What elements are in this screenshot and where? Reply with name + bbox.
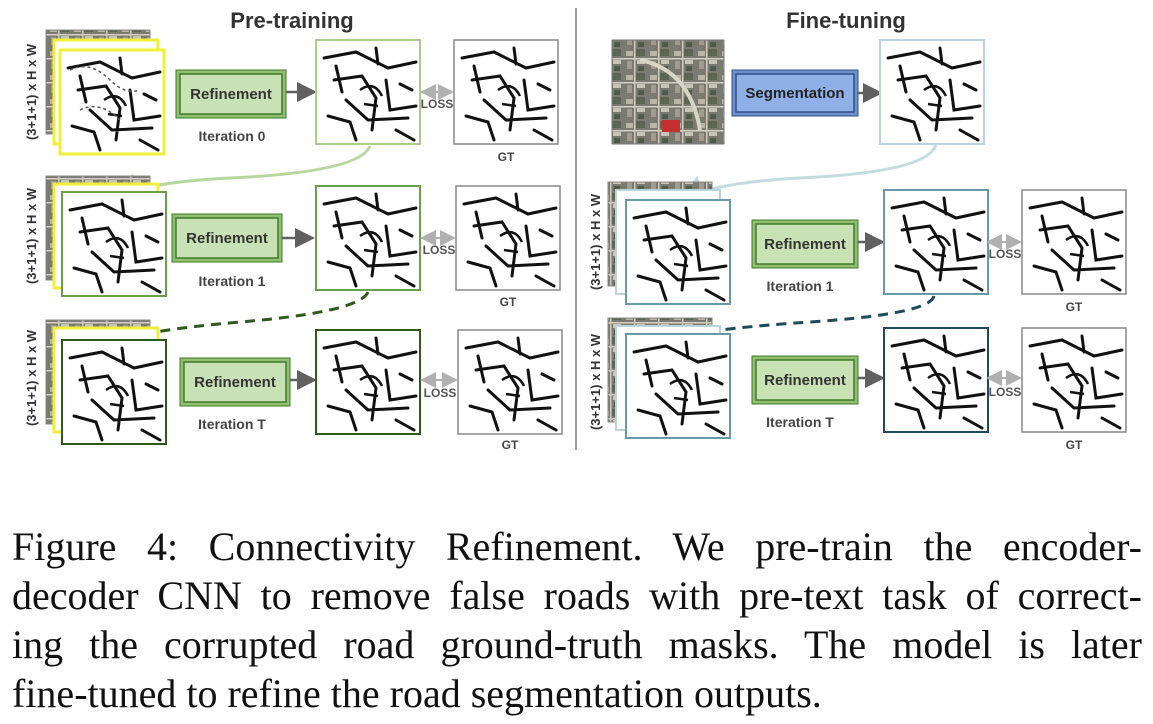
ft-input-stack-iterT xyxy=(607,317,731,439)
refinement-label-iter0: Refinement xyxy=(190,86,272,103)
iteration-label-preT: Iteration T xyxy=(198,416,266,432)
gt-label-ft1: GT xyxy=(1066,300,1083,314)
iteration-label-ft1: Iteration 1 xyxy=(767,278,834,294)
loss-label-ft1: LOSS xyxy=(989,247,1022,261)
refinement-block-iter0: Refinement xyxy=(175,69,287,119)
side-label-row0: (3+1+1) x H x W xyxy=(24,43,39,140)
figure-caption: Figure 4: Connectivity Refinement. We pr… xyxy=(12,522,1142,718)
side-label-row1: (3+1+1) x H x W xyxy=(24,187,39,284)
gt-mask-pre0 xyxy=(453,39,559,145)
iteration-label-pre0: Iteration 0 xyxy=(199,128,266,144)
gt-mask-preT xyxy=(457,329,563,435)
ft-input-stack-iter1 xyxy=(607,181,731,305)
ft-refinement-label-iter1: Refinement xyxy=(764,236,846,253)
header-pretraining: Pre-training xyxy=(230,8,353,33)
gt-mask-pre1 xyxy=(455,185,561,291)
caption-line-3: ing the corrupted road ground-truth mask… xyxy=(12,622,1142,667)
ft-refinement-block-iter1: Refinement xyxy=(751,219,859,269)
segmentation-block: Segmentation xyxy=(731,69,859,117)
output-mask-pre1 xyxy=(315,185,421,291)
caption-line-4: fine-tuned to refine the road segmentati… xyxy=(12,671,822,716)
ft-gt-mask-iter1 xyxy=(1021,189,1127,295)
figure-diagram: Pre-training Fine-tuning (3+1+1) x H x W… xyxy=(24,8,1127,452)
refinement-label-iter1: Refinement xyxy=(186,230,268,247)
feedback-arrow-ft0 xyxy=(675,143,938,204)
gt-label-pre0: GT xyxy=(498,150,515,164)
side-label-row2: (3+1+1) x H x W xyxy=(24,329,39,426)
output-mask-preT xyxy=(315,329,421,435)
loss-label-pre0: LOSS xyxy=(421,97,454,111)
side-label-ft1: (3+1+1) x H x W xyxy=(588,193,603,290)
header-finetuning: Fine-tuning xyxy=(786,8,906,33)
input-stack-iter0 xyxy=(45,29,166,156)
loss-label-pre1: LOSS xyxy=(423,243,456,257)
refinement-block-iterT: Refinement xyxy=(179,357,291,407)
loss-label-ftT: LOSS xyxy=(989,385,1022,399)
gt-label-pre1: GT xyxy=(500,295,517,309)
ft-output-mask-iter1 xyxy=(883,189,989,295)
ft-refinement-block-iterT: Refinement xyxy=(751,355,859,405)
gt-label-preT: GT xyxy=(502,438,519,452)
ft-gt-mask-iterT xyxy=(1021,327,1127,433)
input-stack-iter1 xyxy=(45,175,167,297)
segmentation-output-mask xyxy=(879,39,985,145)
loss-label-preT: LOSS xyxy=(424,386,457,400)
caption-line-2: decoder CNN to remove false roads with p… xyxy=(12,573,1142,618)
input-stack-iterT xyxy=(45,319,167,445)
output-mask-pre0 xyxy=(315,39,421,145)
caption-line-1: Figure 4: Connectivity Refinement. We pr… xyxy=(12,524,1142,569)
refinement-block-iter1: Refinement xyxy=(171,213,283,263)
aerial-image-input xyxy=(611,39,725,145)
segmentation-label: Segmentation xyxy=(745,85,844,102)
side-label-ftT: (3+1+1) x H x W xyxy=(588,333,603,430)
gt-label-ftT: GT xyxy=(1066,438,1083,452)
ft-output-mask-iterT xyxy=(883,327,989,433)
refinement-label-iterT: Refinement xyxy=(194,374,276,391)
ft-refinement-label-iterT: Refinement xyxy=(764,372,846,389)
iteration-label-pre1: Iteration 1 xyxy=(199,273,266,289)
iteration-label-ftT: Iteration T xyxy=(766,414,834,430)
